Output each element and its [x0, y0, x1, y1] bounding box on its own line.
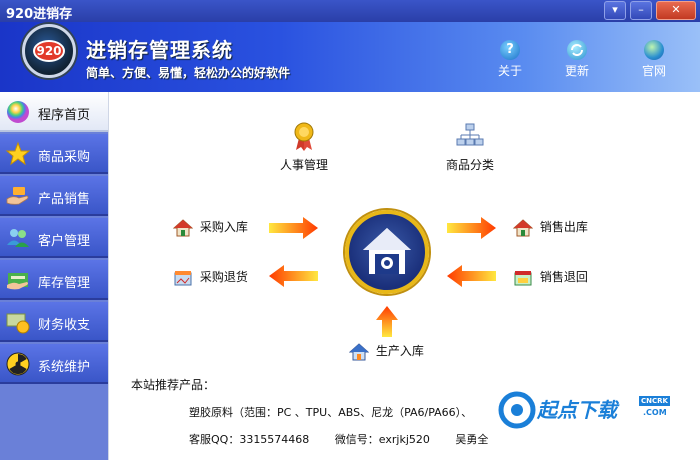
home-orb-icon	[7, 101, 29, 123]
purchase-in-button[interactable]: 采购入库	[173, 218, 248, 237]
shop-return-icon	[514, 270, 532, 285]
arrow-left-icon	[447, 265, 496, 287]
arrow-up-icon	[376, 306, 398, 337]
website-button[interactable]: 官网	[632, 40, 676, 79]
sidebar-item-label: 系统维护	[38, 360, 91, 375]
app-logo: 920	[22, 24, 76, 78]
purchase-in-label: 采购入库	[199, 220, 248, 234]
recommend-line: 塑胶原料（范围：PC 、TPU、ABS、尼龙（PA6/PA66）、	[189, 406, 473, 419]
sidebar-item-label: 商品采购	[38, 150, 91, 165]
menu-button[interactable]: ▾	[604, 1, 626, 20]
star-icon	[5, 141, 31, 166]
shop-return-icon	[174, 270, 192, 285]
sidebar-item-finance[interactable]: 财务收支	[0, 302, 108, 342]
factory-house-icon	[349, 342, 369, 360]
house-hub-icon	[363, 228, 411, 274]
watermark-com: .COM	[643, 408, 667, 417]
arrow-left-icon	[269, 265, 318, 287]
sales-out-button[interactable]: 销售出库	[513, 218, 588, 237]
watermark-swirl-icon	[498, 391, 536, 429]
sidebar-item-label: 产品销售	[38, 192, 91, 207]
hr-management-label: 人事管理	[279, 158, 328, 172]
refresh-icon	[567, 40, 587, 60]
sidebar-item-purchase[interactable]: 商品采购	[0, 134, 108, 174]
watermark-badge: CNCRK	[639, 396, 670, 406]
money-icon	[6, 313, 30, 334]
update-label: 更新	[564, 64, 589, 78]
sidebar-item-inventory[interactable]: 库存管理	[0, 260, 108, 300]
hr-management-button[interactable]: 人事管理	[269, 122, 339, 173]
sidebar-item-customers[interactable]: 客户管理	[0, 218, 108, 258]
update-button[interactable]: 更新	[555, 40, 599, 79]
window-title: 920进销存	[6, 7, 73, 22]
app-slogan: 简单、方便、易懂，轻松办公的好软件	[86, 66, 291, 80]
warehouse-icon	[7, 273, 28, 290]
production-in-button[interactable]: 生产入库	[349, 342, 424, 361]
sidebar-item-system[interactable]: 系统维护	[0, 344, 108, 384]
medal-icon	[294, 122, 314, 151]
website-label: 官网	[641, 64, 666, 78]
product-category-label: 商品分类	[445, 158, 494, 172]
minimize-button[interactable]: –	[630, 1, 652, 20]
sales-return-label: 销售退回	[539, 270, 588, 284]
purchase-return-button[interactable]: 采购退货	[173, 268, 248, 287]
house-icon	[513, 218, 533, 236]
globe-icon	[644, 40, 664, 60]
title-bar: 920进销存 ▾ – ✕	[0, 0, 700, 22]
sales-return-button[interactable]: 销售退回	[513, 268, 588, 287]
contact-name: 吴勇全	[455, 433, 489, 446]
sidebar-item-label: 客户管理	[38, 234, 91, 249]
radiation-icon	[6, 352, 30, 376]
production-in-label: 生产入库	[375, 344, 424, 358]
minimize-icon: –	[638, 3, 644, 16]
sale-hand-icon	[6, 187, 29, 205]
home-hub-icon[interactable]	[345, 210, 429, 294]
app-title: 进销存管理系统	[86, 38, 233, 62]
recommend-title: 本站推荐产品：	[131, 378, 216, 392]
arrow-right-icon	[447, 217, 496, 239]
hierarchy-icon	[456, 123, 484, 146]
sidebar-item-sales[interactable]: 产品销售	[0, 176, 108, 216]
sidebar-item-home[interactable]: 程序首页	[0, 92, 108, 132]
product-category-button[interactable]: 商品分类	[435, 122, 505, 173]
close-icon: ✕	[671, 3, 681, 16]
users-icon	[7, 229, 29, 247]
watermark-logo: 起点下载 CNCRK .COM	[497, 388, 687, 432]
sidebar-item-label: 程序首页	[38, 108, 91, 123]
contact-qq: 客服QQ：3315574468	[189, 433, 310, 446]
sidebar: 程序首页 商品采购 产品销售 客户管理 库存管理 财务收支	[0, 92, 108, 460]
about-label: 关于	[497, 64, 522, 78]
sidebar-item-label: 库存管理	[38, 276, 91, 291]
sales-out-label: 销售出库	[539, 220, 588, 234]
main-panel: 人事管理 商品分类 采购入库 采购退货 销售出库	[108, 92, 700, 460]
contact-wechat: 微信号：exrjkj520	[334, 433, 430, 446]
contact-info: 客服QQ：3315574468 微信号：exrjkj520 吴勇全	[189, 431, 510, 447]
purchase-return-label: 采购退货	[199, 270, 248, 284]
about-button[interactable]: ? 关于	[488, 40, 532, 79]
sidebar-item-label: 财务收支	[38, 318, 91, 333]
menu-icon: ▾	[612, 3, 618, 16]
arrow-right-icon	[269, 217, 318, 239]
app-logo-text: 920	[33, 40, 65, 62]
header-banner: 920 进销存管理系统 简单、方便、易懂，轻松办公的好软件 ? 关于 更新 官网	[0, 22, 700, 92]
help-icon: ?	[500, 40, 520, 60]
close-button[interactable]: ✕	[656, 1, 696, 20]
house-icon	[173, 218, 193, 236]
watermark-text: 起点下载	[537, 398, 617, 422]
